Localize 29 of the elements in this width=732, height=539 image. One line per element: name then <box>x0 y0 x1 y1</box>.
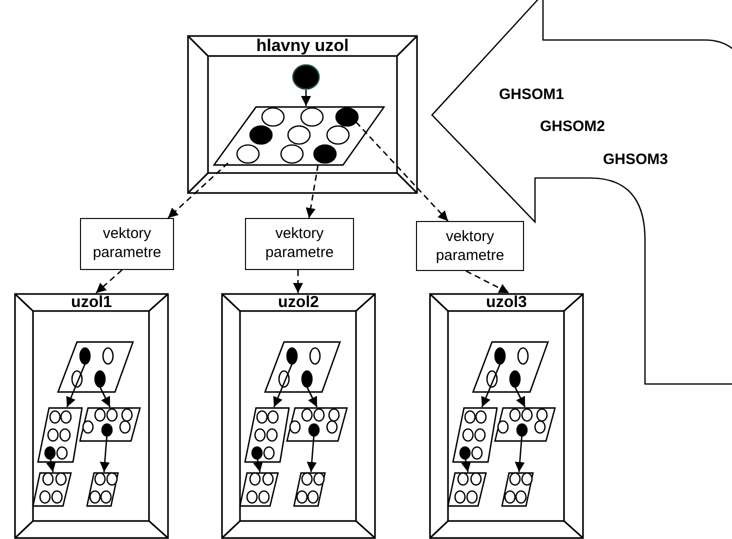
arrow <box>301 90 311 106</box>
arrow <box>306 386 318 408</box>
frame-title: uzol2 <box>278 294 319 312</box>
arrow-label: GHSOM3 <box>603 151 668 169</box>
arrow <box>46 456 56 472</box>
arrow <box>273 364 293 408</box>
arrow <box>481 364 501 408</box>
frame-title: hlavny uzol <box>256 36 349 55</box>
arrow-label: GHSOM2 <box>540 118 606 136</box>
arrow <box>355 122 449 222</box>
arrow <box>96 269 122 294</box>
arrow <box>253 456 263 472</box>
arrow <box>306 164 319 218</box>
arrow <box>514 386 526 408</box>
arrow <box>466 270 510 294</box>
arrow <box>168 162 228 219</box>
arrow <box>461 456 471 472</box>
arrow <box>514 434 525 472</box>
parameter-box: vektory parametre <box>80 218 174 270</box>
parameter-box: vektory parametre <box>245 218 354 270</box>
arrow <box>293 270 303 293</box>
frame-title: uzol1 <box>71 294 112 312</box>
arrow <box>100 434 110 472</box>
arrow <box>306 434 317 472</box>
arrow <box>99 386 111 408</box>
parameter-box: vektory parametre <box>416 221 524 271</box>
frame-title: uzol3 <box>486 294 527 312</box>
arrow <box>66 364 86 408</box>
arrow-label: GHSOM1 <box>499 86 564 104</box>
